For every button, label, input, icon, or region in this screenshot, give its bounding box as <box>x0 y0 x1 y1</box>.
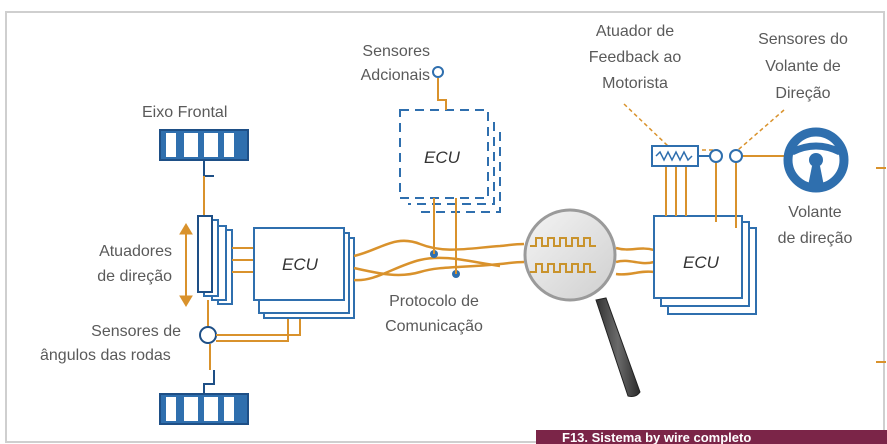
ecu-right-box <box>653 215 757 315</box>
ecu-right-label: ECU <box>683 253 719 272</box>
steering-sensors-label-line1: Sensores do <box>758 31 848 48</box>
protocol-label-line1: Protocolo de <box>389 293 479 310</box>
additional-sensors-label-line1: Sensores <box>362 43 430 60</box>
steering-sensors-label-line3: Direção <box>775 85 831 102</box>
protocol-label-line2: Comunicação <box>385 318 483 335</box>
feedback-spring-icon <box>655 150 693 162</box>
steering-wheel-icon <box>783 127 849 193</box>
front-axle-label: Eixo Frontal <box>142 104 228 121</box>
actuators-label-line2: de direção <box>97 268 172 285</box>
feedback-actuator-label-line3: Motorista <box>602 75 668 92</box>
ecu-left-box <box>253 227 355 319</box>
wheel-angle-sensors-label-line2: ângulos das rodas <box>40 347 171 364</box>
ecu-center-label: ECU <box>424 148 460 167</box>
communication-bus <box>353 239 655 282</box>
ecu-left-label: ECU <box>282 255 318 274</box>
figure-caption: F13. Sistema by wire completo <box>536 430 887 444</box>
steering-sensor-icon <box>709 149 723 163</box>
actuator-direction-arrow <box>179 223 193 307</box>
wheel-angle-sensor-icon <box>199 326 217 344</box>
steering-wheel-label-line1: Volante <box>788 204 842 221</box>
steering-wheel-label-line2: de direção <box>777 230 853 247</box>
feedback-actuator-label-line2: Feedback ao <box>588 49 682 66</box>
ecu-center-dashed-box <box>399 109 501 213</box>
additional-sensor-icon <box>432 66 444 78</box>
feedback-actuator-label-line1: Atuador de <box>595 23 675 40</box>
steering-sensor-icon <box>729 149 743 163</box>
actuators-label-line1: Atuadores <box>99 243 172 260</box>
steering-linkage <box>203 176 211 370</box>
front-wheel-bottom-icon <box>159 393 249 425</box>
feedback-wires <box>665 155 792 228</box>
magnifier-icon <box>523 208 641 397</box>
label-leader-lines <box>623 103 785 151</box>
outer-border <box>5 11 885 443</box>
steering-actuators-icon <box>197 215 233 305</box>
steering-sensors-label-line2: Volante de <box>765 58 841 75</box>
additional-sensors-label-line2: Adcionais <box>360 67 430 84</box>
center-ecu-wires <box>433 78 457 274</box>
wheel-angle-sensors-label-line1: Sensores de <box>91 323 181 340</box>
front-wheel-top-icon <box>159 129 249 161</box>
